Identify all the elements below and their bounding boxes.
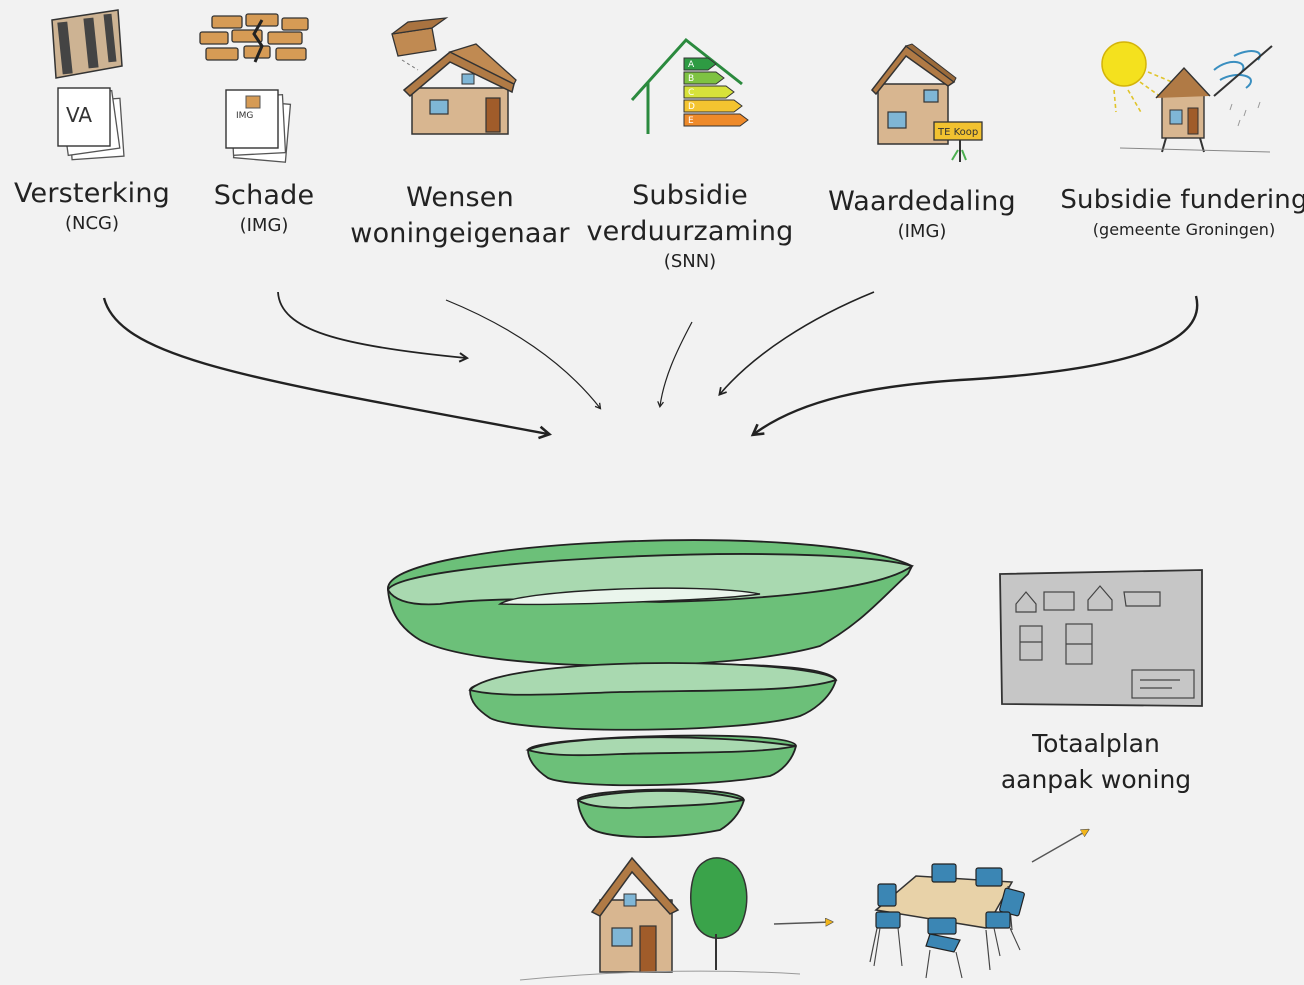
source-subtitle: (gemeente Groningen): [1092, 220, 1276, 239]
house-for-sale-icon: TE Koop: [871, 43, 983, 162]
source-title: Wensen: [406, 182, 514, 213]
source-label-versterking: Versterking (NCG): [14, 176, 170, 236]
meeting-table-icon: [869, 863, 1025, 979]
energy-letter-e: E: [688, 116, 694, 126]
wall-brace-and-document-icon: VA: [51, 9, 125, 161]
source-title: Schade: [213, 180, 315, 211]
source-label-subsidie-fundering: Subsidie fundering (gemeente Groningen): [1060, 182, 1304, 242]
energy-label-house-icon: A B C D E: [630, 37, 749, 134]
source-title: Subsidie fundering: [1060, 185, 1304, 215]
source-title: Subsidie: [632, 180, 748, 211]
energy-letter-d: D: [688, 102, 695, 112]
energy-letter-a: A: [688, 60, 695, 70]
damaged-brick-wall-icon: IMG: [199, 13, 309, 163]
arrow-subsidie-fundering: [750, 295, 1199, 437]
arrow-wensen: [445, 299, 602, 410]
source-title-line2: woningeigenaar: [350, 218, 570, 249]
for-sale-sign-label: TE Koop: [937, 127, 978, 138]
arrow-schade: [277, 291, 470, 363]
source-subtitle: (IMG): [239, 215, 289, 236]
arrow-waardedaling: [718, 291, 875, 397]
source-label-subsidie-verduurzaming: Subsidie verduurzaming (SNN): [586, 178, 793, 274]
house-roof-upgrade-icon: [391, 17, 517, 135]
result-line1: Totaalplan: [1032, 729, 1160, 758]
source-label-waardedaling: Waardedaling (IMG): [828, 184, 1016, 244]
funnel-spiral: [386, 539, 915, 838]
input-arrows: [102, 291, 1199, 440]
result-line2: aanpak woning: [1000, 765, 1192, 794]
arrow-versterking: [102, 297, 552, 440]
energy-letter-c: C: [688, 88, 694, 98]
source-label-schade: Schade (IMG): [214, 178, 315, 238]
va-doc-label: VA: [66, 103, 92, 127]
plan-board-icon: [999, 569, 1203, 707]
result-label: Totaalplan aanpak woning: [1001, 726, 1191, 798]
energy-letter-b: B: [688, 74, 694, 84]
img-doc-label: IMG: [236, 111, 253, 121]
source-title-line2: verduurzaming: [586, 216, 794, 247]
arrow-to-table: [773, 922, 832, 924]
house-sun-and-weather-icon: [1101, 41, 1273, 153]
source-subtitle: (SNN): [663, 251, 717, 272]
source-title: Versterking: [13, 178, 171, 209]
arrow-subsidie-verduurzaming: [657, 321, 693, 409]
source-subtitle: (IMG): [897, 221, 947, 242]
house-and-tree-icon: [519, 856, 801, 981]
source-label-wensen: Wensen woningeigenaar: [350, 180, 569, 252]
arrow-to-plan: [1031, 830, 1088, 863]
source-subtitle: (NCG): [64, 213, 120, 234]
source-title: Waardedaling: [828, 186, 1016, 217]
